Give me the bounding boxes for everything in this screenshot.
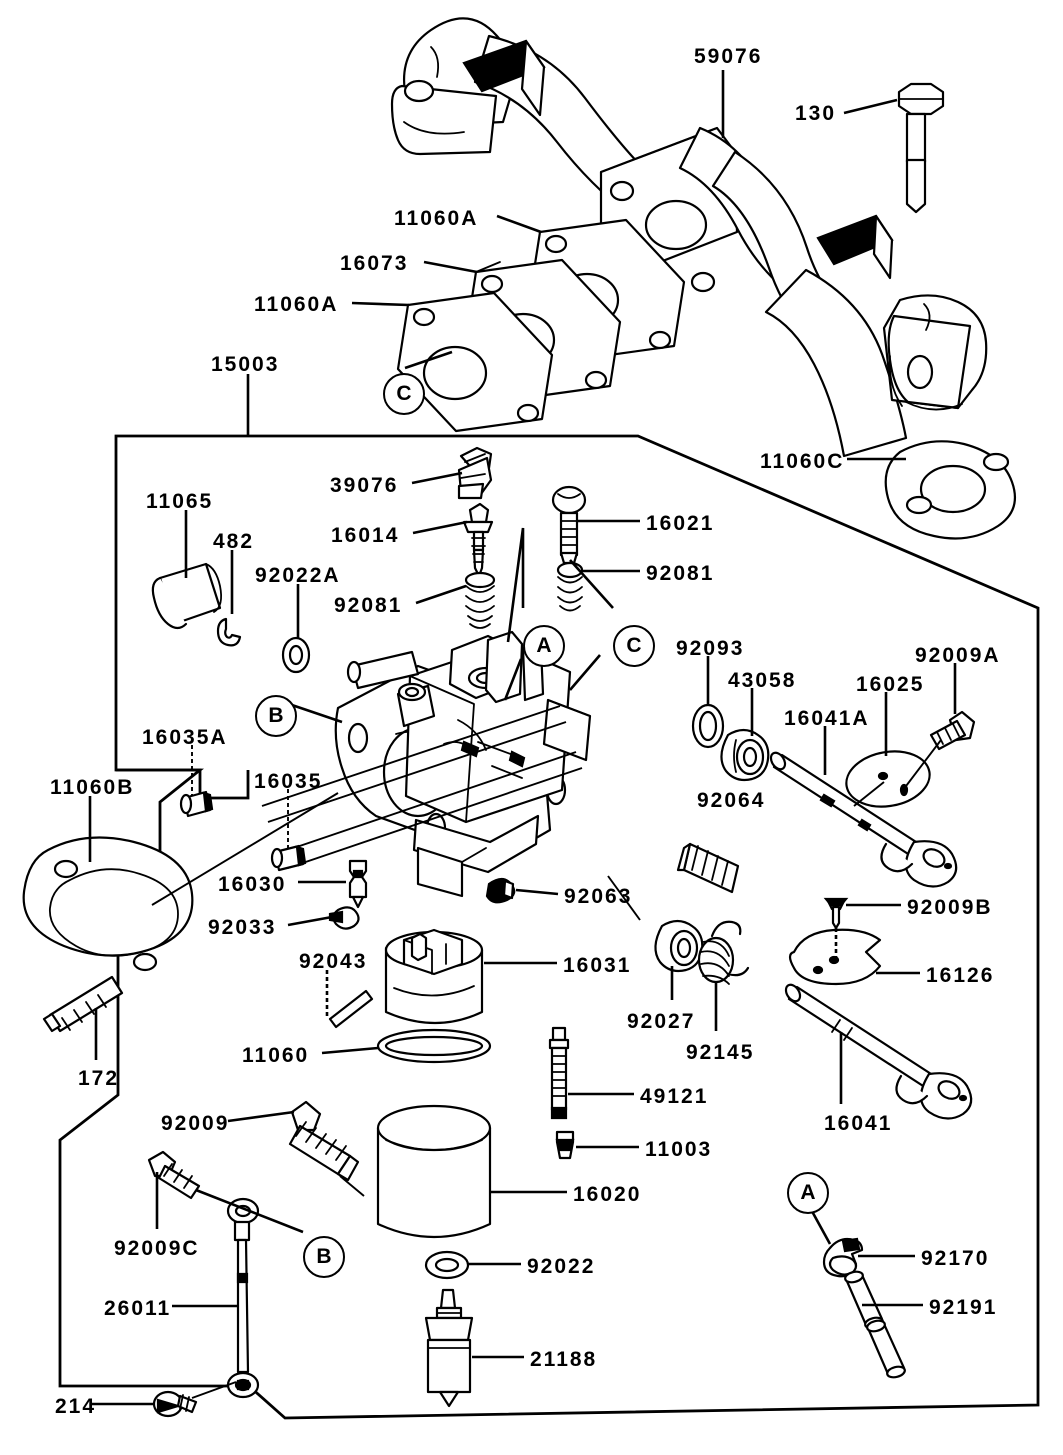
bubble-B-bottom: B <box>303 1236 345 1278</box>
bubble-C-carb: C <box>613 625 655 667</box>
bubble-C-top: C <box>383 373 425 415</box>
callout-16030: 16030 <box>218 873 287 896</box>
part-carburetor-body <box>261 630 592 898</box>
part-seal-43058 <box>720 728 770 782</box>
callout-11003: 11003 <box>645 1138 713 1161</box>
callout-16041: 16041 <box>824 1112 893 1135</box>
callout-11060: 11060 <box>242 1044 310 1067</box>
part-solenoid-21188 <box>424 1288 474 1408</box>
callout-92027: 92027 <box>627 1010 696 1033</box>
callout-92009A: 92009A <box>915 644 1001 667</box>
callout-16021: 16021 <box>646 512 715 535</box>
callout-482: 482 <box>213 530 255 553</box>
part-gasket-11060-bowl <box>376 1028 492 1064</box>
part-screw-92009 <box>288 1100 360 1182</box>
part-screw-92009B <box>823 897 849 930</box>
callout-49121: 49121 <box>640 1085 709 1108</box>
part-spring-92081-left <box>464 571 496 629</box>
part-cap-11065 <box>151 562 223 630</box>
callout-130: 130 <box>795 102 837 125</box>
callout-92009: 92009 <box>161 1112 230 1135</box>
part-gasket-11060A-lower <box>396 291 554 433</box>
callout-92093: 92093 <box>676 637 745 660</box>
callout-16073: 16073 <box>340 252 409 275</box>
callout-16014: 16014 <box>331 524 400 547</box>
callout-92022A: 92022A <box>255 564 341 587</box>
part-bolt-130 <box>897 82 945 214</box>
part-gasket-11060B <box>22 836 194 972</box>
part-elbow-fitting-39076 <box>457 446 493 500</box>
callout-16041A: 16041A <box>784 707 870 730</box>
callout-16020: 16020 <box>573 1183 642 1206</box>
callout-16031: 16031 <box>563 954 632 977</box>
callout-172: 172 <box>78 1067 120 1090</box>
part-tube-92191 <box>844 1270 906 1379</box>
callout-92064: 92064 <box>697 789 766 812</box>
part-jet-16035 <box>270 844 307 872</box>
part-float-bowl-16020 <box>376 1104 492 1238</box>
callout-11060A-upper: 11060A <box>394 207 479 230</box>
part-washer-92022A <box>281 636 311 674</box>
part-spring-92145 <box>697 920 750 985</box>
part-jet-49121 <box>548 1026 570 1120</box>
callout-92081-left: 92081 <box>334 594 403 617</box>
part-throttle-plate-16025 <box>845 750 931 808</box>
part-choke-shaft-16041 <box>784 983 973 1120</box>
part-screw-92009C <box>147 1150 201 1200</box>
part-idle-screw-16021 <box>551 485 587 565</box>
callout-26011: 26011 <box>104 1297 172 1320</box>
part-needle-valve-16030 <box>348 859 368 909</box>
callout-16025: 16025 <box>856 673 925 696</box>
callout-92191: 92191 <box>929 1296 998 1319</box>
callout-92043: 92043 <box>299 950 368 973</box>
bubble-B-carb: B <box>255 695 297 737</box>
frame-carburetor-group-15003 <box>58 434 1040 1420</box>
part-circlip-482 <box>216 617 242 647</box>
callout-16035: 16035 <box>254 770 323 793</box>
part-float-pin-92043 <box>328 989 374 1029</box>
callout-43058: 43058 <box>728 669 797 692</box>
callout-92170: 92170 <box>921 1247 990 1270</box>
part-float-16031 <box>384 928 484 1025</box>
part-collar-92027 <box>654 919 704 973</box>
callout-21188: 21188 <box>530 1348 598 1371</box>
part-throttle-shaft-16041A <box>769 751 958 888</box>
callout-92009C: 92009C <box>114 1237 200 1260</box>
part-stud-172 <box>42 975 124 1033</box>
callout-92009B: 92009B <box>907 896 993 919</box>
callout-92022: 92022 <box>527 1255 596 1278</box>
part-jet-16035A <box>179 790 214 818</box>
callout-92063: 92063 <box>564 885 633 908</box>
callout-11060C: 11060C <box>760 450 845 473</box>
part-plug-11003 <box>555 1130 575 1160</box>
callout-11060A-lower: 11060A <box>254 293 339 316</box>
callout-92033: 92033 <box>208 916 277 939</box>
callout-214: 214 <box>55 1395 97 1418</box>
bubble-A-carb: A <box>523 625 565 667</box>
callout-15003: 15003 <box>211 353 280 376</box>
part-jet-92063 <box>485 877 516 904</box>
part-gasket-11060C <box>884 440 1016 540</box>
callout-16035A: 16035A <box>142 726 228 749</box>
part-screw-214 <box>152 1390 198 1418</box>
callout-11065: 11065 <box>146 490 214 513</box>
callout-59076: 59076 <box>694 45 763 68</box>
part-link-rod-26011 <box>226 1197 260 1399</box>
callout-92145: 92145 <box>686 1041 755 1064</box>
callout-92081-right: 92081 <box>646 562 715 585</box>
callout-11060B: 11060B <box>50 776 135 799</box>
part-jet-92064 <box>676 842 740 894</box>
callout-16126: 16126 <box>926 964 995 987</box>
callout-39076: 39076 <box>330 474 399 497</box>
bubble-A-bottom: A <box>787 1172 829 1214</box>
